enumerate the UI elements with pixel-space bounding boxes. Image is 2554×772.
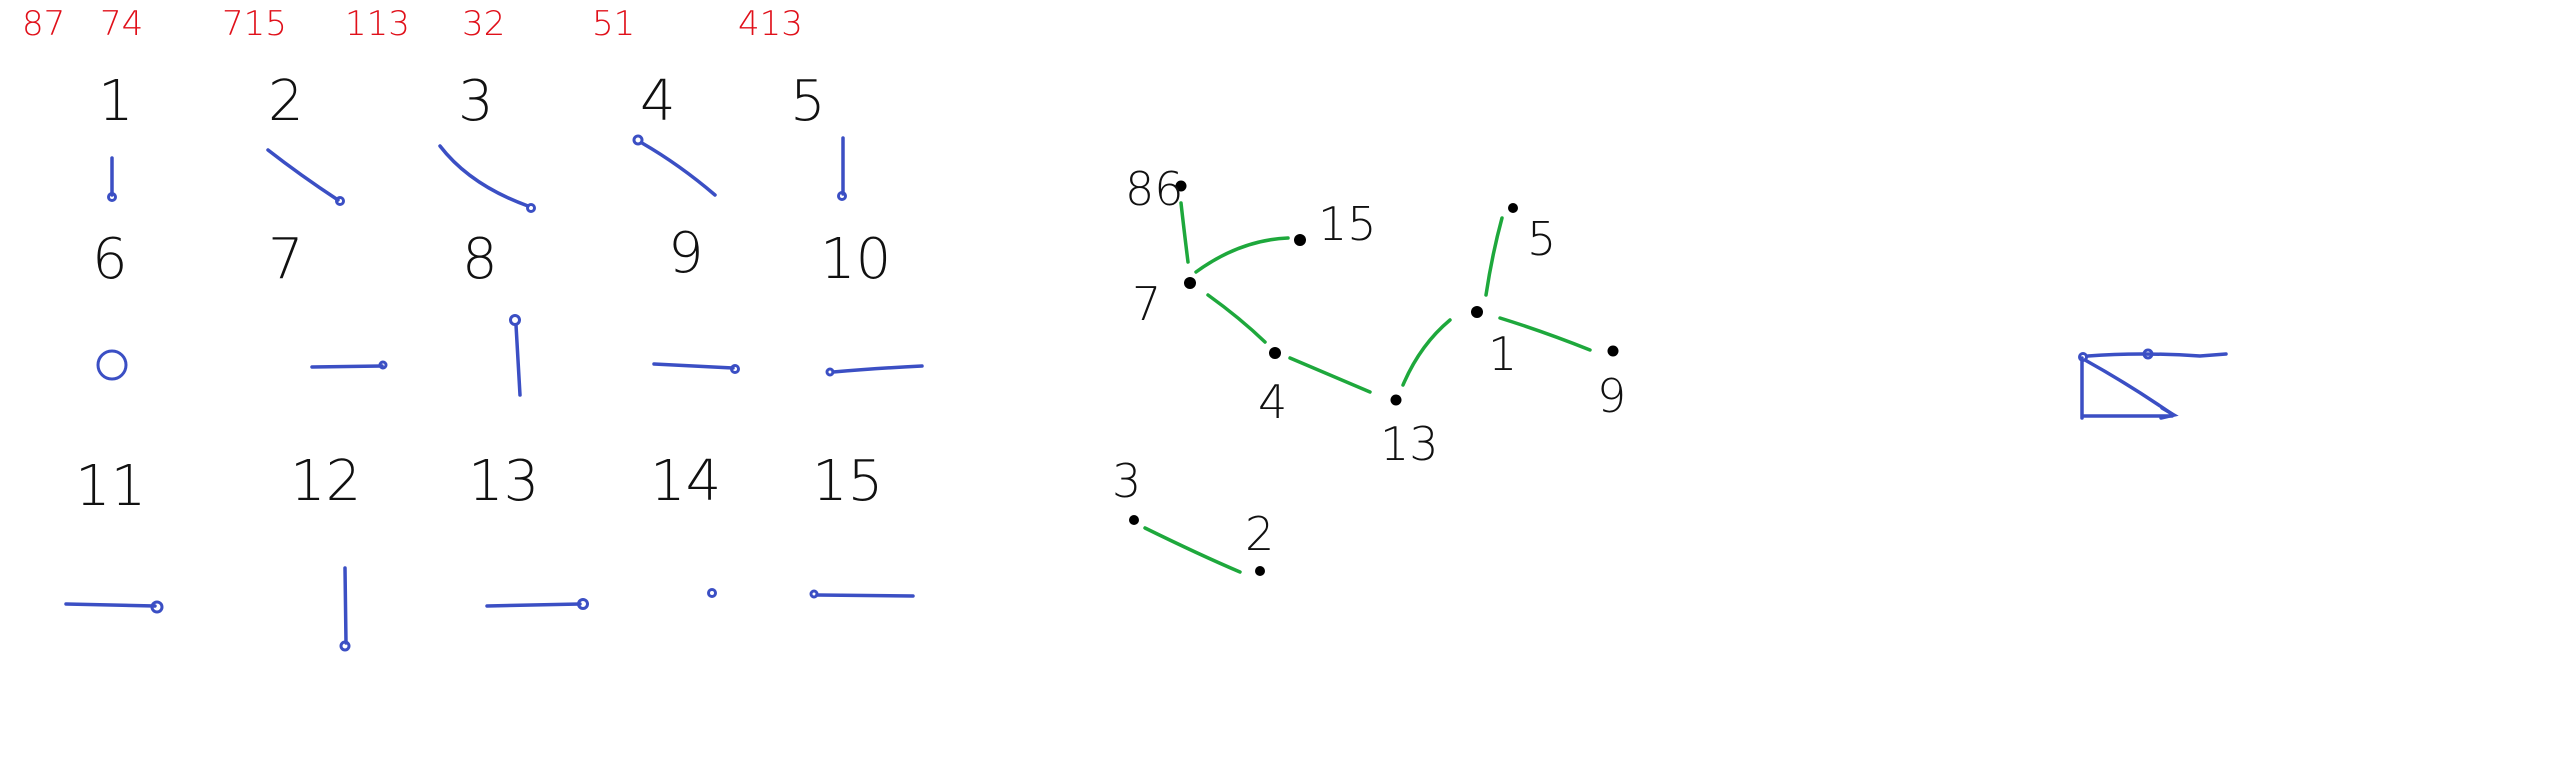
graph-node-labels: 86 15 7 4 13 1 5 9 3 2 <box>1112 162 1626 561</box>
grid-number: 1 <box>98 69 134 134</box>
edge-4-13 <box>1288 356 1372 394</box>
edge-1-9 <box>1498 316 1592 352</box>
sketch-9 <box>652 362 740 374</box>
edge-3-2 <box>1143 526 1242 574</box>
node-label: 9 <box>1597 369 1626 423</box>
edge-1-5 <box>1484 216 1504 297</box>
blue-stroke-sketches <box>64 134 924 652</box>
node-dot-4 <box>1269 347 1281 359</box>
triangle-sketch <box>2078 348 2228 420</box>
grid-number: 9 <box>668 221 704 286</box>
sketch-14 <box>707 588 717 598</box>
edge-13-1 <box>1401 318 1452 387</box>
node-dot-5 <box>1508 203 1518 213</box>
graph-nodes <box>1129 180 1619 576</box>
graph-edges <box>1143 201 1592 574</box>
grid-number: 10 <box>820 227 891 292</box>
sketch-10 <box>825 364 924 377</box>
header-pair-label: 87 <box>22 4 65 44</box>
sketch-12 <box>339 566 351 652</box>
node-dot-2 <box>1255 566 1265 576</box>
edge-7-15 <box>1194 236 1290 274</box>
node-dot-7 <box>1184 277 1196 289</box>
grid-number: 4 <box>640 69 676 134</box>
grid-number: 12 <box>290 449 361 514</box>
grid-number: 13 <box>468 449 539 514</box>
node-label: 1 <box>1488 327 1517 381</box>
sketch-2 <box>266 148 345 206</box>
node-label: 2 <box>1245 507 1274 561</box>
header-pair-label: 715 <box>222 4 287 44</box>
node-label: 4 <box>1258 375 1287 429</box>
sketch-3 <box>438 144 536 213</box>
header-pair-label: 51 <box>592 4 635 44</box>
node-label: 5 <box>1527 212 1556 266</box>
node-label: 86 <box>1125 162 1184 216</box>
node-dot-9 <box>1607 345 1619 357</box>
edge-86-7 <box>1179 201 1190 264</box>
node-dot-1 <box>1471 306 1483 318</box>
sketch-15 <box>809 589 915 599</box>
grid-number: 6 <box>92 227 128 292</box>
grid-number: 15 <box>812 449 883 514</box>
edge-7-4 <box>1206 293 1267 344</box>
grid-number: 2 <box>268 69 304 134</box>
sketch-7 <box>310 360 388 370</box>
sketch-8 <box>509 314 522 397</box>
node-label: 7 <box>1132 277 1161 331</box>
grid-number: 14 <box>650 449 721 514</box>
node-dot-15 <box>1294 234 1306 246</box>
node-dot-13 <box>1390 394 1402 406</box>
node-dot-86 <box>1175 180 1187 192</box>
sketch-4 <box>632 134 717 197</box>
header-pairs: 87 74 715 113 32 51 413 <box>22 4 803 44</box>
grid-number: 8 <box>462 227 498 292</box>
node-dot-3 <box>1129 515 1139 525</box>
header-pair-label: 74 <box>100 4 143 44</box>
node-label: 3 <box>1112 454 1141 508</box>
sketch-1 <box>107 156 117 202</box>
grid-number: 3 <box>458 69 494 134</box>
sketch-5 <box>837 136 847 201</box>
sketch-13 <box>485 598 589 610</box>
header-pair-label: 113 <box>345 4 410 44</box>
header-pair-label: 413 <box>738 4 803 44</box>
sketch-6 <box>96 349 128 381</box>
node-label: 13 <box>1380 417 1439 471</box>
header-pair-label: 32 <box>462 4 505 44</box>
grid-number: 5 <box>790 69 826 134</box>
node-label: 15 <box>1318 197 1377 251</box>
sketch-11 <box>64 600 164 614</box>
grid-number: 7 <box>268 227 304 292</box>
grid-number: 11 <box>75 454 146 519</box>
number-grid: 1 2 3 4 5 6 7 8 9 10 11 12 13 14 15 <box>75 69 891 519</box>
